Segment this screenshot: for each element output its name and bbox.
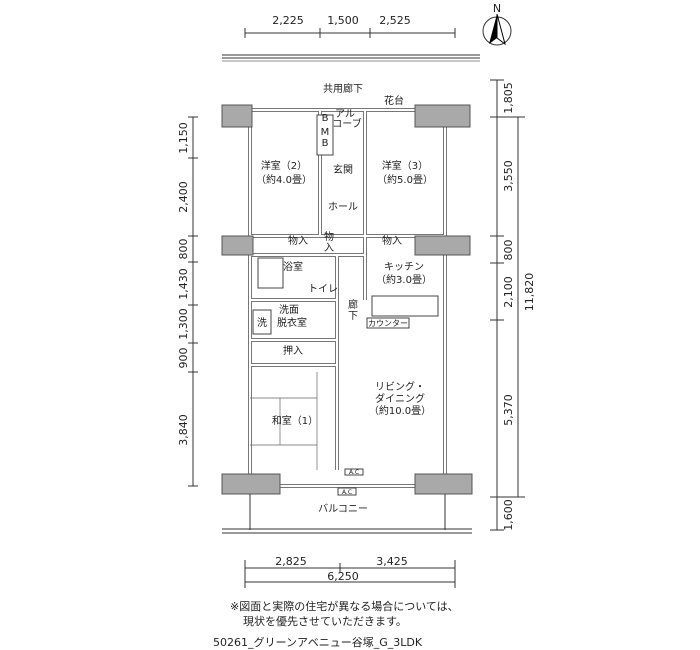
label-counter: カウンター: [368, 319, 408, 328]
dim-right-2: 3,550: [502, 160, 515, 192]
dim-left-5: 1,300: [177, 308, 190, 340]
label-hallway-1: 廊: [348, 298, 358, 311]
dim-top-1: 2,225: [272, 14, 304, 27]
dim-right-5: 5,370: [502, 394, 515, 426]
label-alcove-1: アル: [335, 109, 355, 120]
label-western2-size: （約4.0畳）: [256, 173, 312, 186]
room-labels: 共用廊下 花台 アル コーブ B M B 洋室（2） （約4.0畳） 玄関 洋室…: [256, 82, 433, 515]
plan-caption: 50261_グリーンアベニュー谷塚_G_3LDK: [213, 635, 423, 649]
label-western3-name: 洋室（3）: [382, 159, 428, 172]
label-kitchen-size: （約3.0畳）: [376, 273, 432, 286]
label-storage-right: 物入: [382, 234, 402, 247]
dim-top-3: 2,525: [379, 14, 411, 27]
label-kitchen-name: キッチン: [384, 261, 424, 273]
dim-bottom-1: 2,825: [275, 555, 307, 568]
label-hallway-2: 下: [348, 311, 358, 322]
label-living-1: リビング・: [375, 380, 425, 393]
dim-left-1: 1,150: [177, 122, 190, 154]
dim-left-6: 900: [177, 348, 190, 369]
dim-top-2: 1,500: [327, 14, 359, 27]
label-storage-mid-2: 入: [324, 243, 334, 254]
dim-right-1: 1,805: [502, 82, 515, 114]
label-ac-1: A.C: [349, 469, 359, 476]
dim-right-6: 1,600: [502, 499, 515, 531]
label-western2-name: 洋室（2）: [261, 159, 307, 172]
dim-left-2: 2,400: [177, 181, 190, 213]
label-mb-1: B: [322, 113, 329, 124]
dim-right-total: 11,820: [523, 273, 536, 312]
label-mb-3: B: [322, 138, 329, 149]
dim-bottom-total: 6,250: [327, 570, 359, 583]
dim-left-7: 3,840: [177, 414, 190, 446]
label-living-3: （約10.0畳）: [369, 404, 431, 417]
north-label: N: [493, 2, 501, 15]
north-arrow-icon: N: [482, 2, 512, 46]
label-japanese: 和室（1）: [272, 414, 318, 427]
label-living-2: ダイニング: [375, 392, 425, 405]
label-washroom-2: 脱衣室: [277, 316, 307, 329]
note-line-2: 現状を優先させていただきます。: [243, 614, 407, 628]
label-western3-size: （約5.0畳）: [377, 173, 433, 186]
left-dimensions: 1,150 2,400 800 1,430 1,300 900 3,840: [177, 116, 198, 487]
label-alcove-2: コーブ: [332, 117, 361, 130]
dim-bottom-2: 3,425: [376, 555, 408, 568]
label-washer: 洗: [257, 317, 267, 329]
dim-right-3: 800: [502, 240, 515, 261]
dim-left-4: 1,430: [177, 268, 190, 300]
note-line-1: ※図面と実際の住宅が異なる場合については、: [230, 599, 459, 613]
right-dimensions: 1,805 3,550 800 2,100 5,370 1,600 11,820: [490, 79, 536, 531]
label-hall: ホール: [328, 201, 358, 213]
label-balcony: バルコニー: [318, 503, 368, 515]
label-entrance: 玄関: [333, 163, 353, 176]
bottom-dimensions: 2,825 3,425 6,250: [244, 555, 456, 588]
top-dimensions: 2,225 1,500 2,525: [244, 14, 456, 38]
label-storage-mid-1: 物: [324, 230, 334, 243]
label-toilet: トイレ: [308, 284, 338, 295]
label-ac-2: A.C: [342, 489, 352, 496]
label-corridor: 共用廊下: [323, 82, 363, 95]
walls: [221, 104, 473, 534]
label-closet: 押入: [283, 344, 303, 357]
dim-left-3: 800: [177, 239, 190, 260]
dim-right-4: 2,100: [502, 276, 515, 308]
label-mb-2: M: [321, 127, 330, 138]
label-bath: 浴室: [283, 260, 303, 273]
label-washroom-1: 洗面: [279, 304, 299, 316]
label-planter: 花台: [384, 94, 404, 107]
label-storage-left: 物入: [288, 234, 308, 247]
